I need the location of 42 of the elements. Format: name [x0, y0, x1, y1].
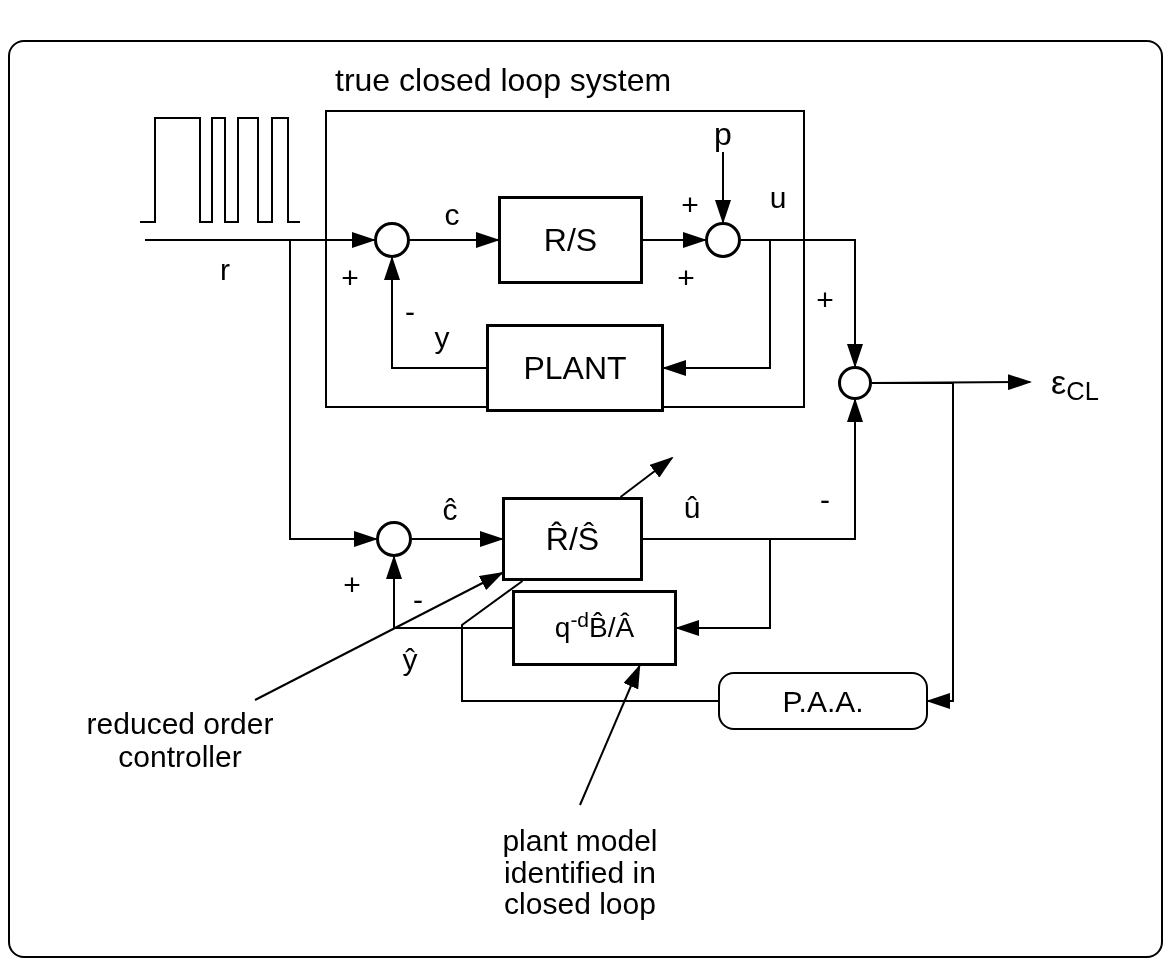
arrow [619, 456, 674, 498]
sign-label: + [343, 570, 361, 600]
arrow [662, 239, 771, 376]
arrow [144, 232, 376, 248]
summing-junction [705, 222, 741, 258]
signal-label: ε$_{CL}$ [1030, 358, 1120, 406]
edge-label: û [683, 493, 701, 523]
transfer-function-block: R/S [498, 196, 643, 284]
arrow [715, 151, 731, 224]
summing-junction [376, 521, 412, 557]
sign-label: - [820, 485, 830, 515]
model-block: q$^{-d}$B̂/Â [512, 590, 677, 666]
arrow [384, 256, 487, 369]
sign-label: + [341, 263, 359, 293]
frame-title: true closed loop system [335, 61, 672, 100]
annotation-text: reduced order controller [60, 700, 300, 780]
edge-label: y [434, 323, 450, 353]
leader-line [254, 572, 504, 701]
arrow [289, 239, 378, 547]
sign-label: + [816, 285, 834, 315]
adaptation-block: P.A.A. [718, 672, 928, 730]
arrow [740, 239, 863, 368]
sign-label: + [681, 190, 699, 220]
controller-block: R̂/Ŝ [502, 497, 643, 581]
signal-label: p [711, 116, 735, 152]
sign-label: + [677, 263, 695, 293]
edge-label: ŷ [402, 645, 418, 675]
arrow [386, 555, 513, 629]
sign-label: - [405, 297, 415, 327]
arrow [411, 531, 504, 547]
annotation-text: plant model identified in closed loop [480, 805, 680, 940]
plant-block: PLANT [486, 324, 664, 412]
edge-label: u [769, 183, 787, 213]
arrow [409, 232, 500, 248]
summing-junction [374, 222, 410, 258]
sign-label: - [413, 585, 423, 615]
edge-label: ĉ [442, 495, 458, 525]
summing-junction [838, 366, 872, 400]
leader-line [579, 664, 641, 806]
edge-label: r [220, 255, 230, 285]
arrow [642, 232, 707, 248]
edge-label: c [444, 200, 460, 230]
